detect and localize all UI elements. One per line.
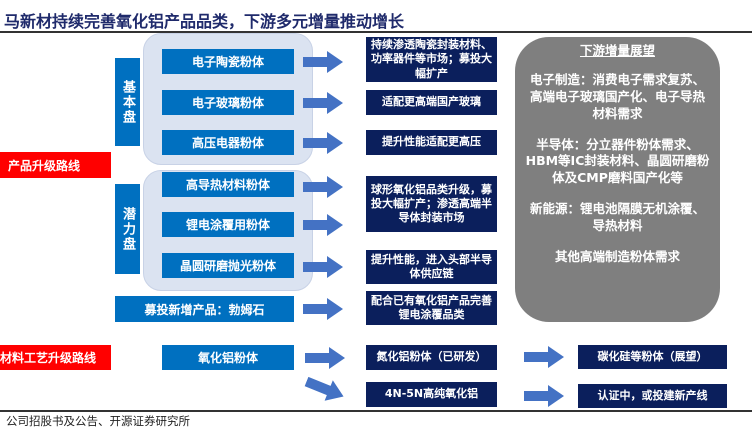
product-box: 电子陶瓷粉体 (162, 49, 294, 74)
arrow-right-icon (303, 51, 343, 73)
source-note: 公司招股书及公告、开源证券研究所 (6, 414, 190, 428)
downstream-outlook-panel: 下游增量展望 电子制造：消费电子需求复苏、高端电子玻璃国产化、电子导热材料需求 … (515, 37, 720, 322)
outlook-item: 电子制造：消费电子需求复苏、高端电子玻璃国产化、电子导热材料需求 (529, 71, 705, 121)
outcome-box: 配合已有氧化铝产品完善锂电涂覆品类 (366, 291, 497, 325)
outcome-box: 适配更高端国产玻璃 (366, 90, 497, 115)
product-box: 高导热材料粉体 (162, 172, 294, 197)
arrow-right-icon (303, 298, 343, 320)
material-step-box: 碳化硅等粉体（展望） (578, 345, 727, 369)
footer-divider (0, 410, 752, 412)
material-base-box: 氧化铝粉体 (162, 345, 294, 370)
outcome-box: 持续渗透陶瓷封装材料、功率器件等市场；募投大幅扩产 (366, 37, 497, 82)
product-box: 电子玻璃粉体 (162, 90, 294, 115)
arrow-right-icon (524, 346, 564, 368)
material-step-box: 氮化铝粉体（已研发） (366, 345, 497, 370)
outlook-item: 新能源：锂电池隔膜无机涂覆、导热材料 (529, 201, 705, 233)
arrow-right-icon (303, 214, 343, 236)
outlook-heading: 下游增量展望 (579, 43, 655, 58)
outcome-box: 提升性能，进入头部半导体供应链 (366, 250, 497, 284)
outcome-box: 提升性能适配更高压 (366, 130, 497, 155)
outlook-item: 半导体：分立器件粉体需求、HBM等IC封装材料、晶圆研磨粉体及CMP磨料国产化等 (525, 136, 710, 186)
product-route-label: 产品升级路线 (0, 152, 111, 178)
group-potential-label: 潜力盘 (115, 184, 140, 274)
title-divider (0, 31, 752, 33)
arrow-right-icon (303, 132, 343, 154)
arrow-diagonal-icon (302, 371, 347, 406)
page-title: 马新材持续完善氧化铝产品品类，下游多元增量推动增长 (4, 12, 405, 31)
arrow-right-icon (524, 385, 564, 407)
arrow-right-icon (303, 176, 343, 198)
outcome-box: 球形氧化铝品类升级，募投大幅扩产；渗透高端半导体封装市场 (366, 176, 497, 232)
arrow-right-icon (305, 347, 345, 369)
group-basic-label: 基本盘 (115, 58, 140, 146)
material-step-box: 4N-5N高纯氧化铝 (366, 382, 497, 407)
outlook-item: 其他高端制造粉体需求 (554, 248, 680, 264)
product-box: 高压电器粉体 (162, 130, 294, 155)
new-product-box: 募投新增产品：勃姆石 (115, 296, 294, 322)
product-box: 锂电涂覆用粉体 (162, 212, 294, 237)
product-box: 晶圆研磨抛光粉体 (162, 253, 294, 278)
material-step-box: 认证中，或投建新产线 (578, 384, 727, 408)
arrow-right-icon (303, 256, 343, 278)
arrow-right-icon (303, 92, 343, 114)
material-route-label: 材料工艺升级路线 (0, 345, 111, 370)
